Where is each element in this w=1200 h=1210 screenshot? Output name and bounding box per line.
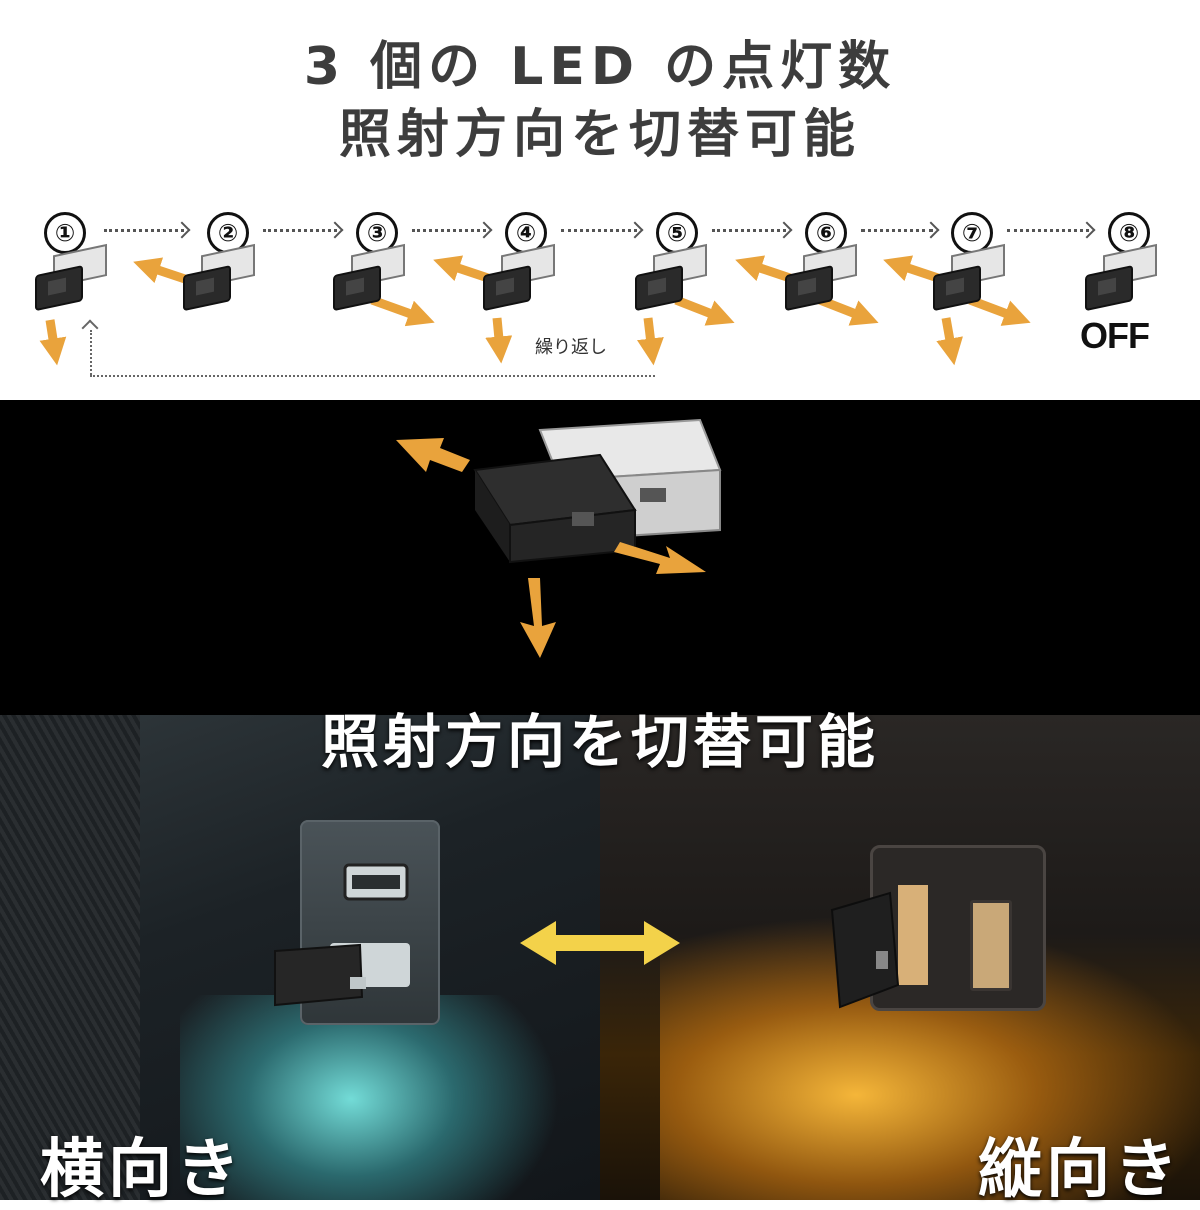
horizontal-usage-photo (0, 715, 600, 1200)
carbon-panel (0, 715, 140, 1200)
step-connector (412, 229, 486, 232)
step-connector (861, 229, 933, 232)
step-connector (263, 229, 337, 232)
step-connector (561, 229, 637, 232)
headline-line-2: 照射方向を切替可能 (338, 105, 861, 165)
cyan-glow (180, 995, 560, 1200)
usb-led-icon (333, 244, 405, 311)
usb-led-icon (830, 885, 928, 1009)
off-label: OFF (1080, 315, 1150, 356)
repeat-loop-line (90, 330, 92, 375)
right-caption: 縦向き (978, 1133, 1182, 1207)
repeat-loop-line (90, 375, 655, 377)
left-caption: 横向き (40, 1133, 244, 1207)
usb-led-icon (635, 244, 707, 311)
usb-led-icon (785, 244, 857, 311)
double-arrow-icon (520, 921, 680, 965)
product-closeup (0, 400, 1200, 715)
usb-led-icon (1085, 244, 1157, 311)
top-section: 3 個の LED の点灯数 照射方向を切替可能 ① ② ③ ④ ⑤ ⑥ ⑦ ⑧ … (0, 0, 1200, 400)
headline-line-1: 3 個の LED の点灯数 (303, 37, 897, 97)
step-connector (712, 229, 786, 232)
vertical-usage-photo (600, 715, 1200, 1200)
usb-led-large-illustration (396, 418, 722, 658)
usb-led-icon (183, 244, 255, 311)
usb-led-icon (35, 244, 107, 311)
usb-led-icon (483, 244, 555, 311)
step-1-badge: ① (44, 212, 86, 254)
repeat-label: 繰り返し (535, 337, 607, 358)
usb-led-icon (274, 863, 410, 1007)
usage-photos (0, 715, 1200, 1200)
step-illustrations (35, 244, 1157, 366)
usb-led-icon (933, 244, 1005, 311)
step-connector (1007, 229, 1089, 232)
step-connector (104, 229, 184, 232)
usb-port-slot (970, 900, 1012, 991)
middle-caption: 照射方向を切替可能 (320, 708, 879, 776)
